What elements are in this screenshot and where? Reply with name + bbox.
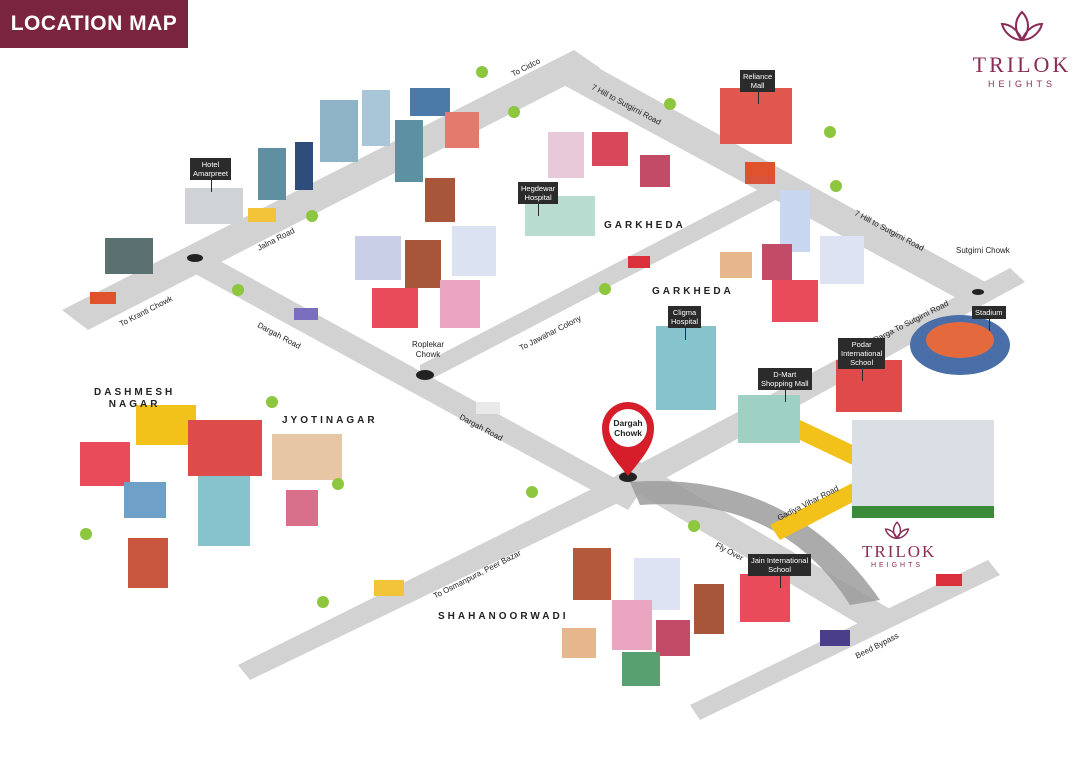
brand-name: TRILOK [972, 52, 1072, 77]
area-garkheda-1: GARKHEDA [604, 220, 686, 231]
lotus-icon [884, 521, 910, 540]
brand-logo-mini: TRILOK HEIGHTS [862, 520, 937, 569]
brand-subtitle: HEIGHTS [987, 79, 1056, 89]
area-jyotinagar: JYOTINAGAR [282, 415, 378, 426]
area-dashmesh-nagar: DASHMESH NAGAR [94, 387, 176, 410]
vehicles [90, 162, 962, 646]
callout-stadium: Stadium [972, 306, 1006, 331]
callout-hotel-amarpreet: Hotel Amarpreet [190, 158, 232, 192]
sutgirni-chowk-label: Sutgirni Chowk [956, 246, 1010, 255]
dargah-chowk-pin [602, 402, 654, 476]
sutgirni-roundabout [972, 289, 984, 295]
road-osmanpura [238, 470, 645, 680]
road-jawahar [420, 178, 795, 385]
callout-cligma-hospital: Cligma Hospital [668, 306, 702, 340]
brand-name-mini: TRILOK [862, 542, 937, 561]
callout-reliance-mall: Reliance Mall [740, 70, 776, 104]
flyover [630, 480, 880, 605]
callout-dmart: D-Mart Shopping Mall [758, 368, 812, 402]
trees [80, 66, 842, 608]
dargah-roundabout [619, 472, 637, 482]
jalna-roundabout [187, 254, 203, 262]
callout-hegdewar-hospital: Hegdewar Hospital [518, 182, 559, 216]
lotus-icon [1000, 10, 1044, 42]
roplekar-chowk-label: Roplekar Chowk [411, 340, 444, 359]
area-garkheda-2: GARKHEDA [652, 286, 734, 297]
brand-logo: TRILOK HEIGHTS [972, 8, 1072, 89]
callout-jain-school: Jain International School [748, 554, 812, 588]
buildings [80, 88, 1010, 686]
dargah-chowk-label: Dargah Chowk [613, 418, 643, 438]
roplekar-roundabout [416, 370, 434, 380]
area-shahanoorwadi: SHAHANOORWADI [438, 611, 569, 622]
callout-podar-school: Podar International School [838, 338, 886, 381]
page-title: LOCATION MAP [0, 0, 188, 48]
brand-subtitle-mini: HEIGHTS [870, 562, 924, 569]
